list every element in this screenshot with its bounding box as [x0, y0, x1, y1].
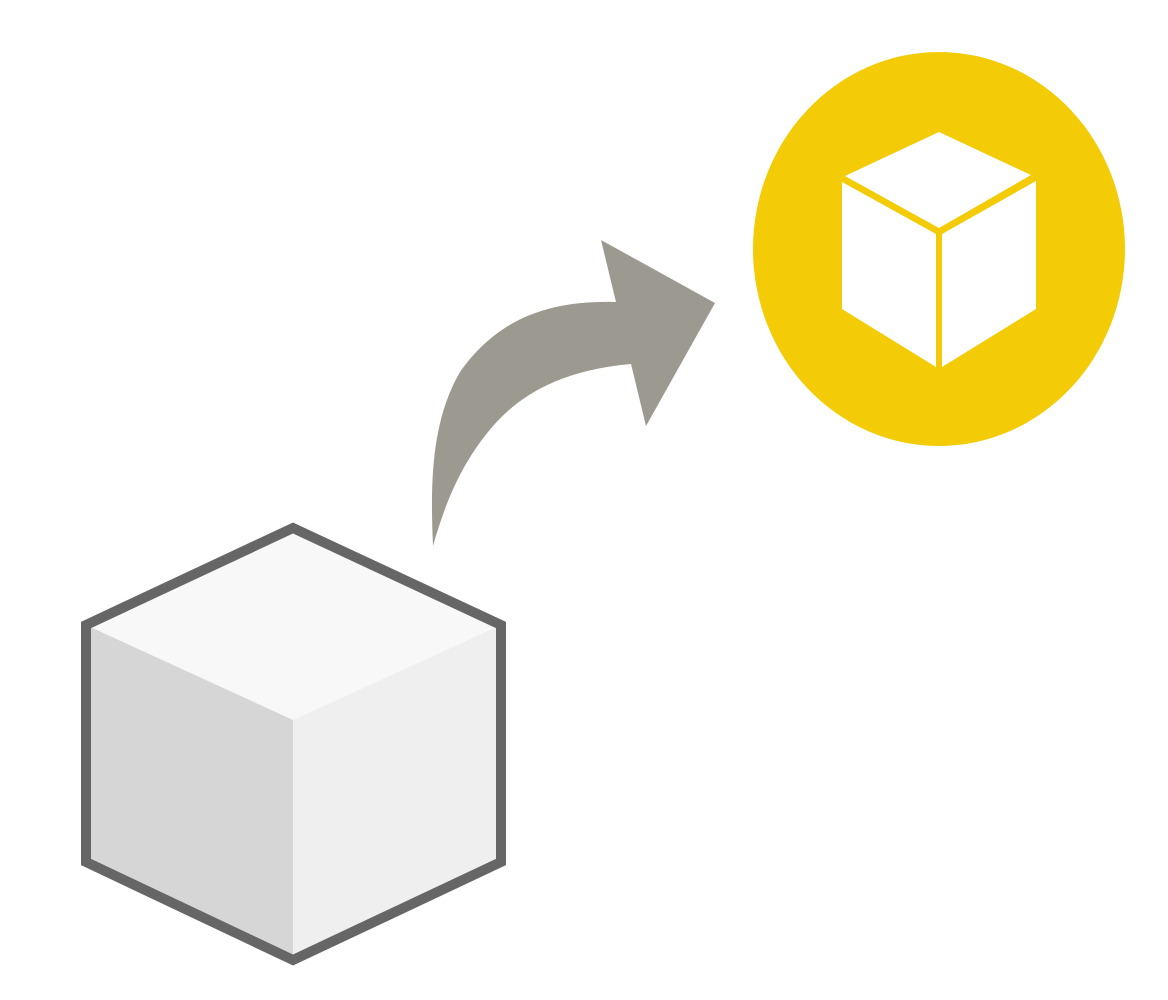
source-cube-outline	[81, 522, 506, 966]
source-cube-left-face	[86, 625, 293, 960]
target-cube-icon	[842, 132, 1036, 367]
source-cube-icon	[81, 522, 506, 966]
target-cube-left-face	[842, 182, 936, 367]
target-badge-circle	[753, 52, 1125, 446]
curved-arrow-icon	[431, 240, 715, 546]
target-cube-top-face	[845, 132, 1031, 228]
target-cube-right-face	[942, 181, 1036, 367]
source-cube-right-face	[293, 625, 501, 960]
cube-in-circle-icon	[753, 52, 1125, 446]
source-cube-top-face	[86, 528, 501, 720]
